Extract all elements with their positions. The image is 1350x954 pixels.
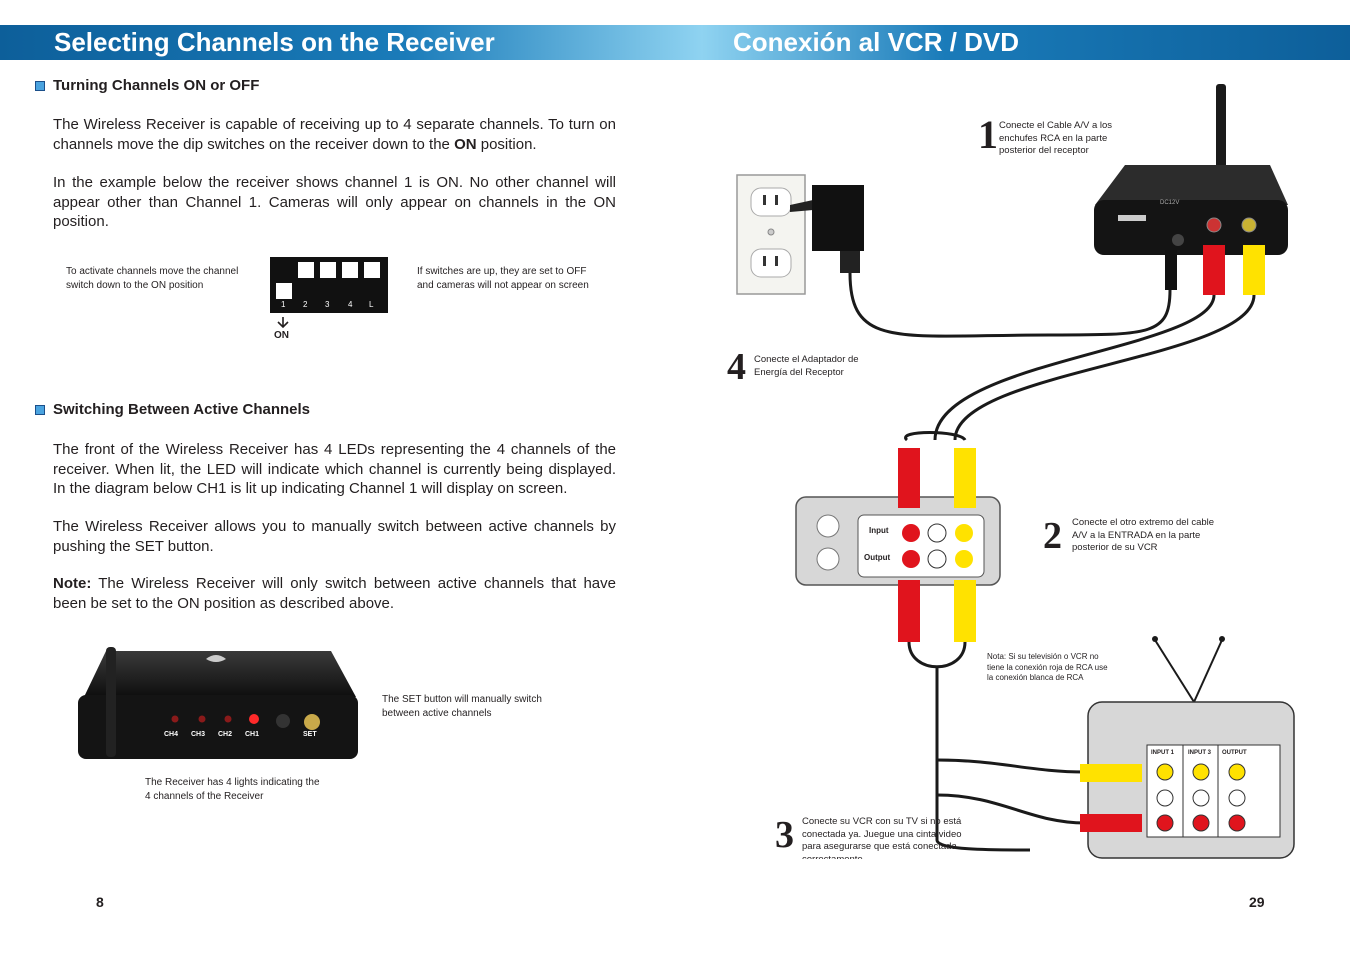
dip-switch-2-off	[298, 262, 314, 278]
caption-switches-off: If switches are up, they are set to OFF …	[417, 266, 589, 291]
page-number-left: 8	[96, 894, 104, 910]
on-label: ON	[274, 330, 289, 341]
step-number-2: 2	[1043, 515, 1062, 557]
step-4-text: Conecte el Adaptador de Energía del Rece…	[754, 354, 859, 378]
dip-label: 1	[281, 300, 286, 309]
page-number-right: 29	[1249, 894, 1265, 910]
vcr-output-label: Output	[864, 553, 891, 562]
step-2-text: Conecte el otro extremo del cable A/V a …	[1072, 517, 1215, 553]
paragraph-channels-intro: The Wireless Receiver is capable of rece…	[53, 116, 616, 153]
step-1-text: Conecte el Cable A/V a los enchufes RCA …	[999, 120, 1113, 156]
dip-switch-1-on	[276, 283, 292, 299]
receiver-label-ch4: CH4	[164, 731, 179, 738]
step-number-3: 3	[775, 814, 794, 856]
vcr-input-label: Input	[869, 526, 889, 535]
caption-activate-channels: To activate channels move the channel sw…	[66, 266, 239, 291]
receiver-label-ch2: CH2	[218, 731, 233, 738]
dip-label: 3	[325, 300, 330, 309]
section-bullet-icon	[35, 81, 45, 91]
header-band	[0, 25, 1350, 60]
vcr-connection-diagram	[736, 84, 1295, 859]
caption-four-lights: The Receiver has 4 lights indicating the…	[145, 777, 320, 802]
section-title-switching-channels: Switching Between Active Channels	[53, 401, 310, 418]
tv-label-output: OUTPUT	[1222, 750, 1247, 756]
step-3-text: Conecte su VCR con su TV si no está cone…	[802, 816, 962, 859]
caption-set-button: The SET button will manually switch betw…	[382, 694, 542, 719]
dip-switch-diagram: 1 2 3 4 L	[270, 257, 388, 313]
receiver-dc12v-label: DC12V	[1160, 200, 1180, 206]
right-page-title: Conexión al VCR / DVD	[733, 27, 1020, 57]
paragraph-set-button: The Wireless Receiver allows you to manu…	[53, 518, 616, 555]
dip-switch-4-off	[342, 262, 358, 278]
step-number-1: 1	[978, 112, 998, 157]
left-page-title: Selecting Channels on the Receiver	[54, 27, 495, 57]
down-arrow-icon	[277, 317, 289, 329]
dip-switch-l-off	[364, 262, 380, 278]
receiver-label-ch3: CH3	[191, 731, 206, 738]
tv-label-input3: INPUT 3	[1188, 750, 1212, 756]
receiver-label-set: SET	[303, 731, 317, 738]
dip-label: L	[369, 300, 374, 309]
tv-label-input1: INPUT 1	[1151, 750, 1175, 756]
dip-switch-3-off	[320, 262, 336, 278]
dip-label: 2	[303, 300, 308, 309]
receiver-label-ch1: CH1	[245, 731, 260, 738]
receiver-front-illustration	[78, 647, 358, 759]
paragraph-leds: The front of the Wireless Receiver has 4…	[53, 441, 616, 497]
dip-label: 4	[348, 300, 353, 309]
paragraph-channel-example: In the example below the receiver shows …	[53, 174, 616, 230]
rca-note: Nota: Si su televisión o VCR no tiene la…	[987, 652, 1108, 682]
section-title-channels-on-off: Turning Channels ON or OFF	[53, 77, 260, 94]
section-bullet-icon	[35, 405, 45, 415]
step-number-4: 4	[727, 346, 746, 388]
paragraph-note: Note: The Wireless Receiver will only sw…	[53, 575, 616, 612]
